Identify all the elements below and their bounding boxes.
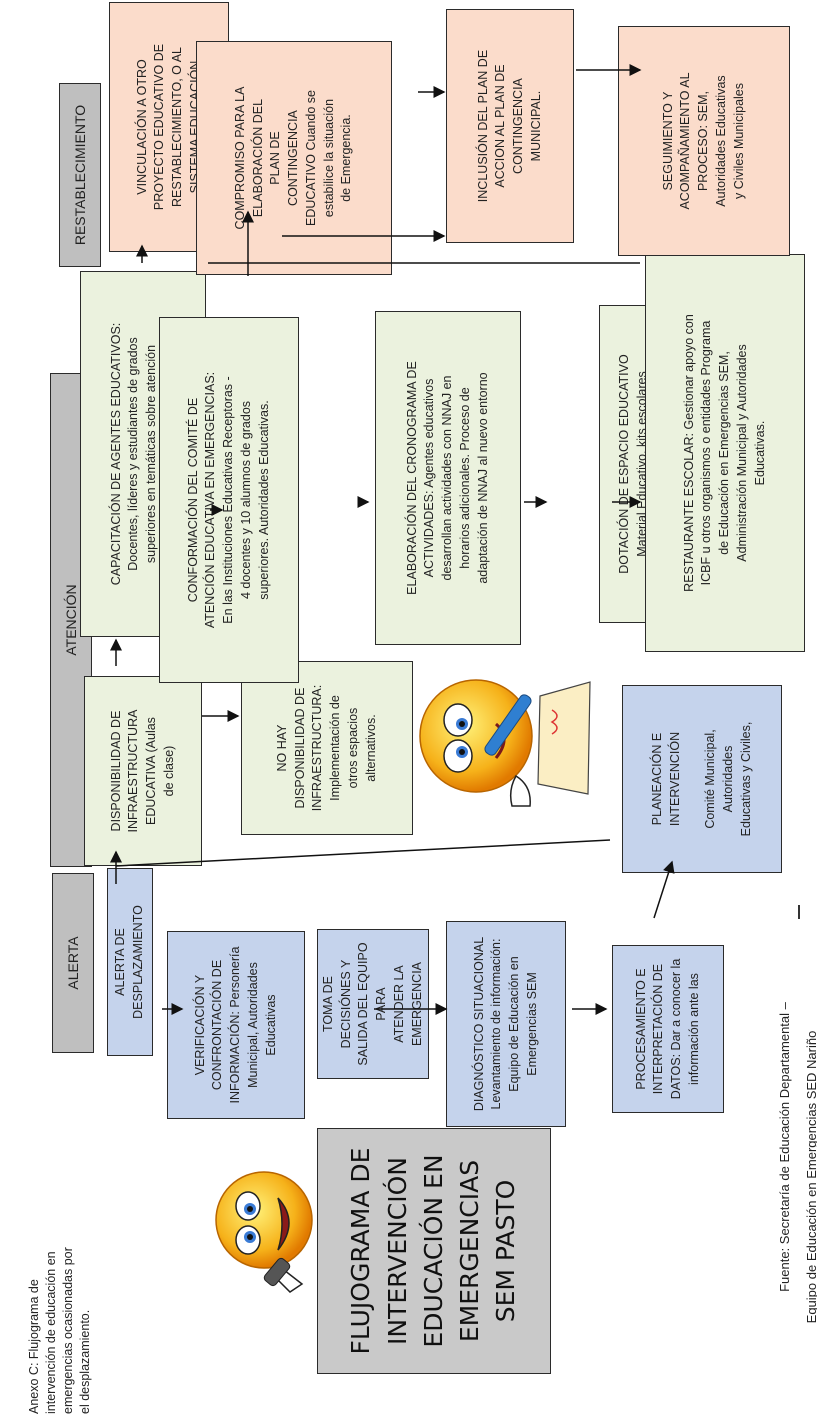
caption: Anexo C: Flujograma de intervención de e… bbox=[27, 1247, 92, 1414]
phase-restablecimiento: RESTABLECIMIENTO bbox=[59, 83, 101, 267]
box-planeacion: PLANEACIÓN E INTERVENCIÓN Comité Municip… bbox=[622, 685, 782, 873]
smiley-writing-icon bbox=[419, 679, 591, 807]
diagram-title: FLUJOGRAMA DE INTERVENCIÓN EDUCACIÓN EN … bbox=[317, 1128, 551, 1374]
source-line-2: Equipo de Educación en Emergencias SED N… bbox=[803, 1030, 817, 1324]
box-compromiso: COMPROMISO PARA LA ELABORACIÓN DEL PLAN … bbox=[196, 41, 392, 275]
box-inclusion: INCLUSIÓN DEL PLAN DE ACCION AL PLAN DE … bbox=[446, 9, 574, 243]
box-seguimiento: SEGUIMIENTO Y ACOMPAÑAMIENTO AL PROCESO:… bbox=[618, 26, 790, 256]
box-alerta-desplazamiento: ALERTA DE DESPLAZAMIENTO bbox=[107, 868, 153, 1056]
smiley-phone-icon bbox=[215, 1171, 313, 1293]
box-cronograma: ELABORACIÓN DEL CRONOGRAMA DE ACTIVIDADE… bbox=[375, 311, 521, 645]
box-restaurante: RESTAURANTE ESCOLAR: Gestionar apoyo con… bbox=[645, 254, 805, 652]
source-dash bbox=[798, 905, 800, 919]
box-disponibilidad: DISPONIBILIDAD DE INFRAESTRUCTURA EDUCAT… bbox=[84, 676, 202, 866]
box-conformacion: CONFORMACIÓN DEL COMITÉ DE ATENCIÓN EDUC… bbox=[159, 317, 299, 683]
box-procesamiento: PROCESAMIENTO E INTERPRETACIÓN DE DATOS:… bbox=[612, 945, 724, 1113]
phase-alerta: ALERTA bbox=[52, 873, 94, 1053]
box-no-disponibilidad: NO HAY DISPONIBILIDAD DE INFRAESTRUCTURA… bbox=[241, 661, 413, 835]
source-line-1: Fuente: Secretaría de Educación Departam… bbox=[776, 1002, 792, 1292]
box-diagnostico: DIAGNÓSTICO SITUACIONAL Levantamiento de… bbox=[446, 921, 566, 1127]
box-verificacion: VERIFICACIÓN Y CONFRONTACIÓN DE INFORMAC… bbox=[167, 931, 305, 1119]
box-toma-decisiones: TOMA DE DECISIÓNES Y SALIDA DEL EQUIPO P… bbox=[317, 929, 429, 1079]
